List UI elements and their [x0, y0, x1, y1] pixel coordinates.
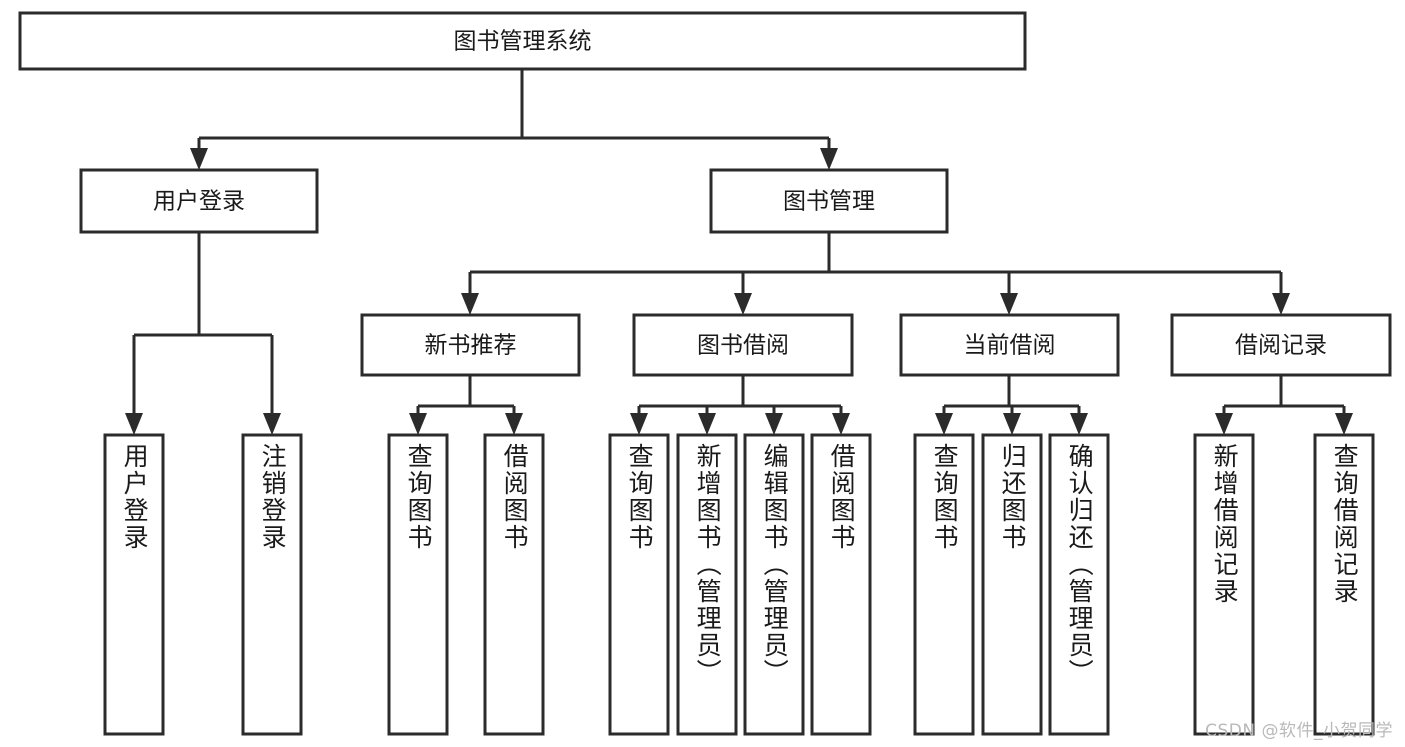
arrow-head-icon	[1000, 293, 1018, 315]
arrow-head-icon	[734, 293, 752, 315]
node-box-level2-1	[709, 168, 949, 234]
arrow-head-icon	[1272, 293, 1290, 315]
node-label-level3-0: 新书推荐	[425, 333, 517, 359]
arrow-head-icon	[263, 413, 281, 435]
watermark-text: CSDN @软件_小贺同学	[1205, 721, 1393, 741]
node-label-level2-0: 用户登录	[153, 189, 245, 215]
edge-group-root-to-level2	[190, 69, 838, 170]
node-box-leaf-2	[387, 433, 449, 736]
arrow-head-icon	[1070, 413, 1088, 435]
node-box-root-0	[18, 11, 1027, 71]
node-box-leaf-6	[743, 433, 805, 736]
arrow-head-icon	[832, 413, 850, 435]
node-box-leaf-8	[913, 433, 975, 736]
node-box-leaf-9	[981, 433, 1043, 736]
arrow-head-icon	[630, 413, 648, 435]
edge-group-newbooks-to-leaves	[409, 375, 523, 435]
node-box-leaf-7	[810, 433, 872, 736]
node-box-leaf-10	[1048, 433, 1110, 736]
node-box-level3-1	[632, 313, 854, 377]
arrow-head-icon	[409, 413, 427, 435]
node-label-root-0: 图书管理系统	[454, 29, 592, 55]
edge-group-borrow-to-leaves	[630, 375, 850, 435]
node-box-level3-0	[360, 313, 581, 377]
node-box-level3-2	[899, 313, 1120, 377]
edge-group-login-to-leaves	[125, 232, 281, 435]
arrow-head-icon	[190, 148, 208, 170]
node-box-level2-0	[79, 168, 319, 234]
edge-group-current-to-leaves	[935, 375, 1088, 435]
node-box-leaf-4	[608, 433, 670, 736]
edge-group-books-to-level3	[461, 232, 1290, 315]
edge-group-records-to-leaves	[1215, 375, 1353, 435]
arrow-head-icon	[1215, 413, 1233, 435]
arrow-head-icon	[698, 413, 716, 435]
arrow-head-icon	[461, 293, 479, 315]
arrow-head-icon	[935, 413, 953, 435]
node-label-level3-2: 当前借阅	[964, 333, 1056, 359]
node-label-level3-1: 图书借阅	[697, 333, 789, 359]
node-label-level2-1: 图书管理	[783, 189, 875, 215]
node-box-leaf-11	[1193, 433, 1255, 736]
node-label-level3-3: 借阅记录	[1235, 333, 1327, 359]
arrow-head-icon	[505, 413, 523, 435]
arrow-head-icon	[1335, 413, 1353, 435]
arrow-head-icon	[1003, 413, 1021, 435]
node-box-leaf-3	[483, 433, 545, 736]
node-box-level3-3	[1170, 313, 1392, 377]
node-box-leaf-0	[103, 433, 165, 736]
node-box-leaf-5	[676, 433, 738, 736]
arrow-head-icon	[125, 413, 143, 435]
node-box-leaf-12	[1313, 433, 1375, 736]
node-box-leaf-1	[241, 433, 303, 736]
arrow-head-icon	[765, 413, 783, 435]
connector-edges	[125, 69, 1353, 435]
arrow-head-icon	[820, 148, 838, 170]
node-boxes	[18, 11, 1392, 736]
